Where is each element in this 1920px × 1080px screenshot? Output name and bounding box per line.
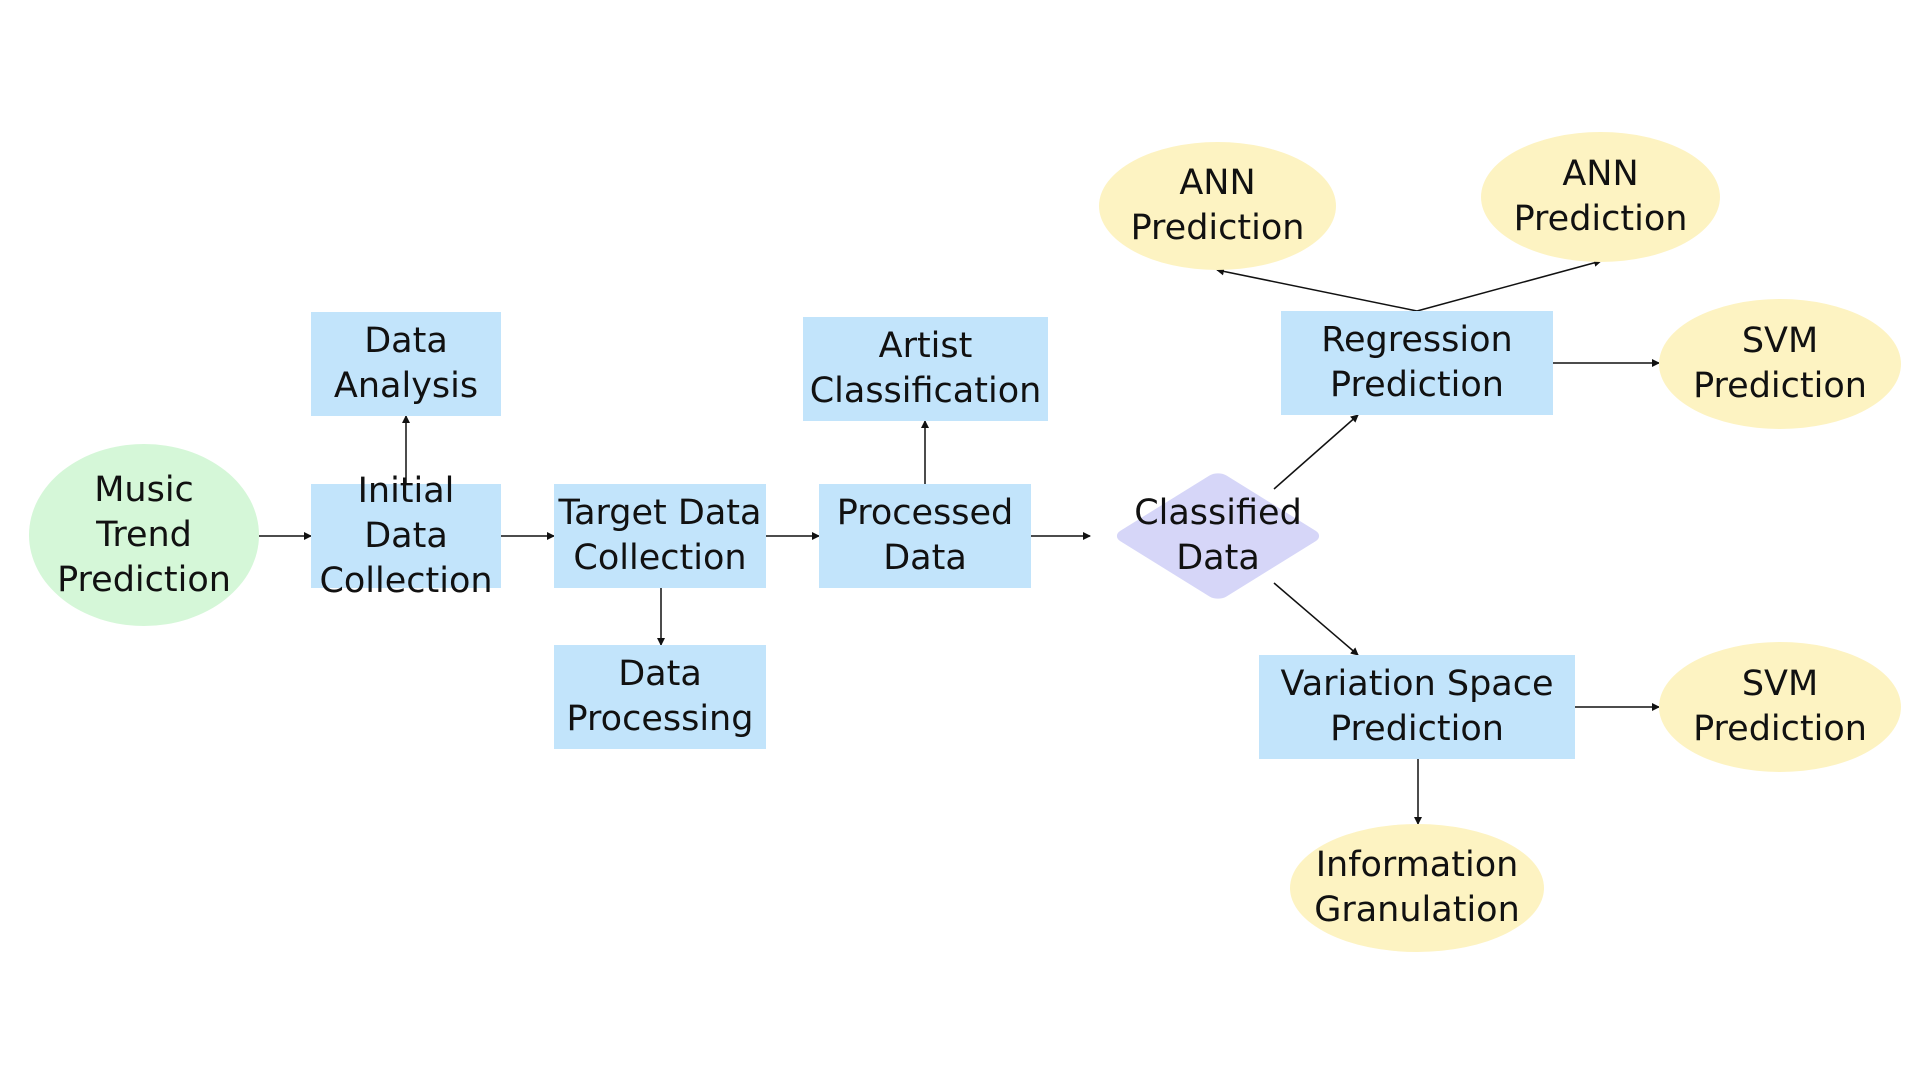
node-classified-data-label: Classified Data	[1134, 493, 1302, 578]
node-svm-prediction-bottom: SVM Prediction	[1659, 642, 1901, 772]
edge-regression-to-ann-right	[1416, 258, 1602, 312]
node-initial-data-collection: Initial Data Collection	[311, 471, 501, 601]
node-target-data-collection: Target Data Collection	[554, 484, 766, 588]
node-ann-prediction-right: ANN Prediction	[1481, 132, 1720, 262]
edge-classified-to-regression	[1273, 414, 1359, 490]
node-information-granulation: Information Granulation	[1290, 824, 1544, 952]
node-classified-data: Classified Data	[1088, 456, 1348, 616]
node-data-processing: Data Processing	[554, 645, 766, 749]
node-data-analysis: Data Analysis	[311, 312, 501, 416]
node-regression-prediction: Regression Prediction	[1281, 311, 1553, 415]
node-svm-prediction-top: SVM Prediction	[1659, 299, 1901, 429]
node-variation-space-prediction: Variation Space Prediction	[1259, 655, 1575, 759]
node-ann-prediction-left: ANN Prediction	[1099, 142, 1336, 270]
node-music-trend-prediction: Music Trend Prediction	[29, 444, 259, 626]
node-artist-classification: Artist Classification	[803, 317, 1048, 421]
edge-regression-to-ann-left	[1216, 267, 1418, 312]
node-processed-data: Processed Data	[819, 484, 1031, 588]
edge-classified-to-variation	[1273, 582, 1359, 656]
